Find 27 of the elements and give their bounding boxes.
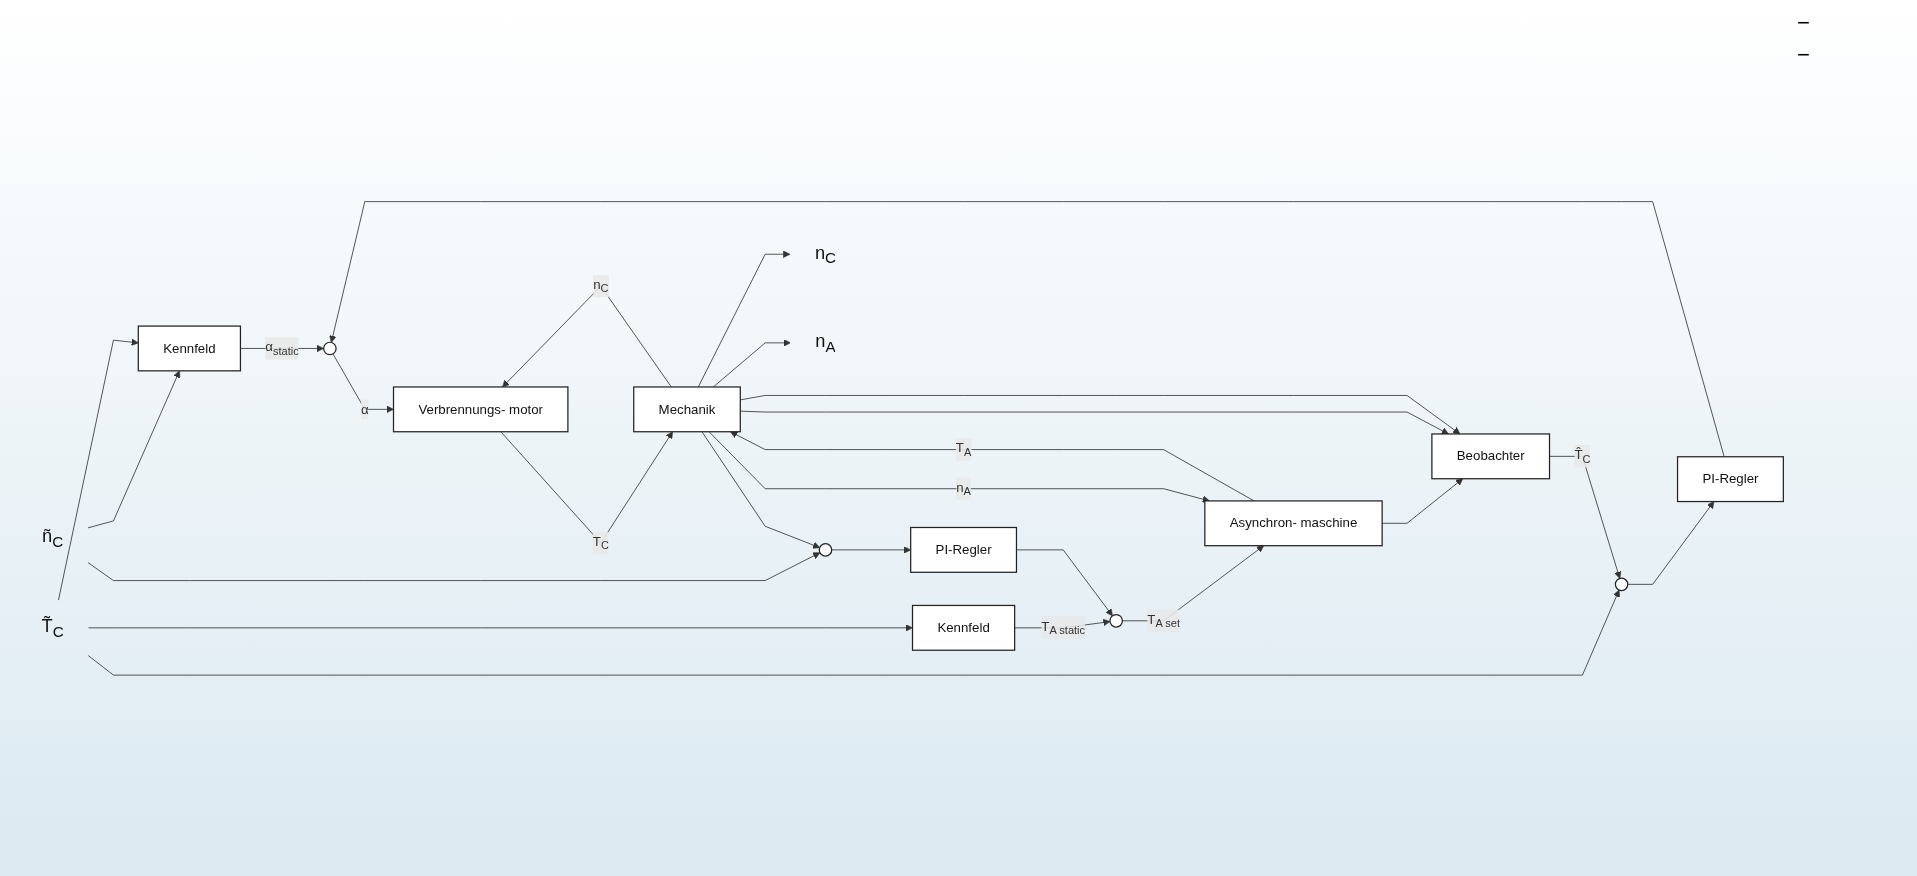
edge-label: T$_{A}$ [955,440,972,459]
node-box: Verbrennungs- motor [392,386,569,432]
node-box: PI-Regler [1676,455,1784,502]
edge-label: T$_{A set}$ [1147,611,1180,630]
minus-sign: − [1797,10,1811,36]
node-box: Mechanik [633,386,741,432]
edge-label: n$_{A}$ [956,479,971,498]
node-text: n$_{A}$ [815,330,836,355]
node-circle [1614,577,1629,591]
node-box: Beobachter [1431,432,1551,479]
node-box: Kennfeld [911,604,1016,651]
node-box: PI-Regler [910,526,1018,573]
node-circle [323,341,337,355]
node-box: Kennfeld [137,325,242,372]
edge-label: T$_{C}$ [592,533,609,552]
node-text: T̃$_{C}$ [41,615,64,640]
node-circle [818,542,833,557]
edge-label: T̂$_{C}$ [1574,447,1591,465]
node-text: n$_{C}$ [814,241,837,267]
edge-label: T$_{A static}$ [1041,618,1086,637]
edge-label: n$_{C}$ [593,277,609,295]
node-box: Asynchron- maschine [1204,499,1383,546]
minus-sign: − [1797,42,1811,68]
node-text: ñ$_{C}$ [42,525,64,550]
node-circle [1109,613,1123,628]
edge-label: α$_{static}$ [265,339,299,357]
edge-label: α [360,401,369,416]
